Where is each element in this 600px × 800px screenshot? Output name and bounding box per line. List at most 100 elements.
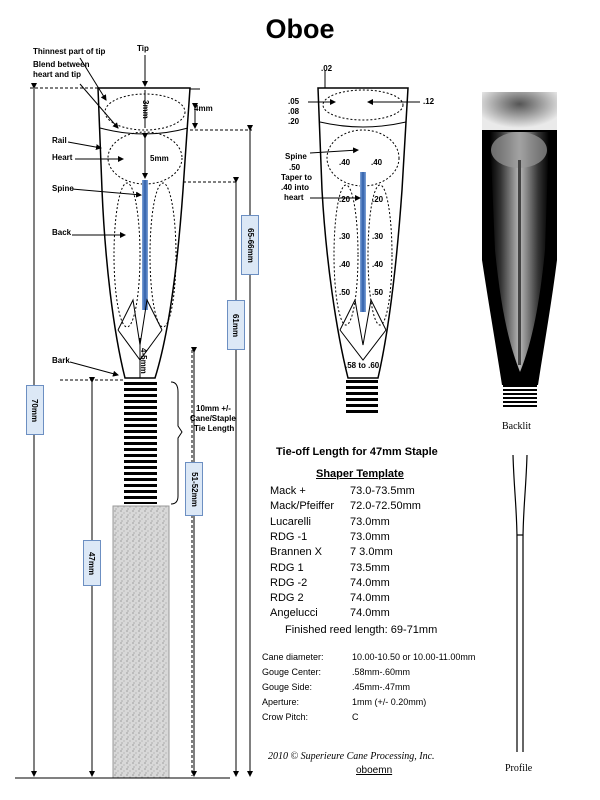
- row-value: 73.0mm: [350, 515, 390, 528]
- label-bark: Bark: [52, 356, 70, 365]
- mid-12: .12: [423, 97, 435, 106]
- mid-spine-50: .50: [289, 163, 301, 172]
- spec-name: Aperture:: [262, 697, 300, 707]
- spec-row: Gouge Side: .45mm-.47mm: [262, 682, 410, 692]
- mid-heart-right: .40: [371, 158, 383, 167]
- mid-taper-1: Taper to: [281, 173, 312, 182]
- row-name: RDG 2: [270, 592, 304, 605]
- dim-47mm: 47mm: [83, 540, 101, 586]
- spec-name: Crow Pitch:: [262, 712, 309, 722]
- mid-05: .05: [288, 97, 300, 106]
- row-name: RDG 1: [270, 561, 304, 574]
- mid-20: .20: [288, 117, 300, 126]
- spec-value: 1mm (+/- 0.20mm): [352, 697, 427, 707]
- spec-row: Cane diameter: 10.00-10.50 or 10.00-11.00…: [262, 652, 475, 662]
- label-spine: Spine: [52, 184, 74, 193]
- row-value: 7 3.0mm: [350, 546, 393, 559]
- mid-r30-right: .30: [372, 232, 384, 241]
- mid-r40-right: .40: [372, 260, 384, 269]
- row-name: RDG -2: [270, 576, 308, 589]
- tie-length-1: 10mm +/-: [196, 404, 231, 413]
- dim-3mm: 3mm: [141, 100, 150, 119]
- label-rail: Rail: [52, 136, 67, 145]
- mid-r20-right: .20: [372, 195, 384, 204]
- table-row: Mack + 73.0-73.5mm: [270, 485, 415, 497]
- row-name: RDG -1: [270, 530, 308, 543]
- table-row: Mack/Pfeiffer 72.0-72.50mm: [270, 500, 421, 513]
- dim-65-66mm: 65-66mm: [241, 215, 259, 275]
- mid-bottom: .58 to .60: [345, 361, 380, 370]
- mid-taper-3: heart: [284, 193, 304, 202]
- row-name: Brannen X: [270, 546, 322, 559]
- table-title: Tie-off Length for 47mm Staple: [276, 446, 438, 458]
- row-value: 74.0mm: [350, 576, 390, 589]
- dim-70mm: 70mm: [26, 385, 44, 435]
- table-row: RDG 1 73.5mm: [270, 561, 390, 574]
- table-row: RDG -1 73.0mm: [270, 530, 390, 543]
- row-value: 73.0-73.5mm: [350, 485, 415, 497]
- thread-bands-left: [124, 382, 157, 504]
- mid-08: .08: [288, 107, 300, 116]
- dim-51-52mm: 51-52mm: [185, 462, 203, 516]
- dim-5mm: 5mm: [150, 154, 169, 163]
- dim-4-5mm: 4-5mm: [139, 348, 148, 374]
- spec-row: Aperture: 1mm (+/- 0.20mm): [262, 697, 426, 707]
- thread-bands-middle: [346, 380, 378, 414]
- caption-backlit: Backlit: [502, 421, 531, 432]
- row-name: Lucarelli: [270, 515, 311, 528]
- mid-02: .02: [321, 64, 333, 73]
- page-title: Oboe: [265, 14, 335, 44]
- cork: [112, 505, 170, 779]
- mid-taper-2: .40 into: [281, 183, 310, 192]
- mid-r30-left: .30: [339, 232, 351, 241]
- label-back: Back: [52, 228, 72, 237]
- label-heart: Heart: [52, 153, 73, 162]
- row-value: 73.0mm: [350, 530, 390, 543]
- table-row: Lucarelli 73.0mm: [270, 515, 390, 528]
- reed-outline: [97, 87, 191, 379]
- reed-outline-middle: [317, 87, 409, 379]
- mid-r50-right: .50: [372, 288, 384, 297]
- row-name: Mack +: [270, 485, 306, 497]
- row-name: Mack/Pfeiffer: [270, 500, 334, 513]
- copyright: 2010 © Superieure Cane Processing, Inc.: [268, 751, 435, 762]
- row-value: 72.0-72.50mm: [350, 500, 421, 513]
- tie-length-2: Cane/Staple: [190, 414, 236, 423]
- spec-value: C: [352, 712, 359, 722]
- spec-name: Cane diameter:: [262, 652, 324, 662]
- tie-length-3: Tie Length: [194, 424, 235, 433]
- footer-link[interactable]: oboemn: [356, 765, 393, 776]
- spec-name: Gouge Center:: [262, 667, 322, 677]
- label-thinnest: Thinnest part of tip: [33, 47, 106, 56]
- mid-r50-left: .50: [339, 288, 351, 297]
- table-row: Brannen X 7 3.0mm: [270, 546, 393, 559]
- backlit-image: [482, 92, 557, 385]
- spec-value: .45mm-.47mm: [352, 682, 411, 692]
- dim-4mm: 4mm: [194, 104, 213, 113]
- profile-image: [512, 454, 528, 752]
- row-value: 73.5mm: [350, 561, 390, 574]
- mid-r40-left: .40: [339, 260, 351, 269]
- finished-length: Finished reed length: 69-71mm: [285, 624, 438, 636]
- table-subtitle: Shaper Template: [316, 468, 404, 480]
- table-row: Angelucci 74.0mm: [270, 607, 390, 620]
- label-tip: Tip: [137, 44, 149, 53]
- thread-bands-backlit: [503, 385, 537, 409]
- caption-profile: Profile: [505, 763, 533, 774]
- table-row: RDG -2 74.0mm: [270, 576, 390, 589]
- spec-name: Gouge Side:: [262, 682, 313, 692]
- row-value: 74.0mm: [350, 607, 390, 620]
- spec-row: Crow Pitch: C: [262, 712, 359, 722]
- dim-61mm: 61mm: [227, 300, 245, 350]
- row-value: 74.0mm: [350, 592, 390, 605]
- label-blend-1: Blend between: [33, 60, 90, 69]
- spec-value: 10.00-10.50 or 10.00-11.00mm: [352, 652, 476, 662]
- mid-heart-left: .40: [339, 158, 351, 167]
- table-row: RDG 2 74.0mm: [270, 592, 390, 605]
- spec-value: .58mm-.60mm: [352, 667, 411, 677]
- mid-r20-left: .20: [339, 195, 351, 204]
- row-name: Angelucci: [270, 607, 318, 620]
- label-blend-2: heart and tip: [33, 70, 82, 79]
- mid-spine: Spine: [285, 152, 307, 161]
- spec-row: Gouge Center: .58mm-.60mm: [262, 667, 410, 677]
